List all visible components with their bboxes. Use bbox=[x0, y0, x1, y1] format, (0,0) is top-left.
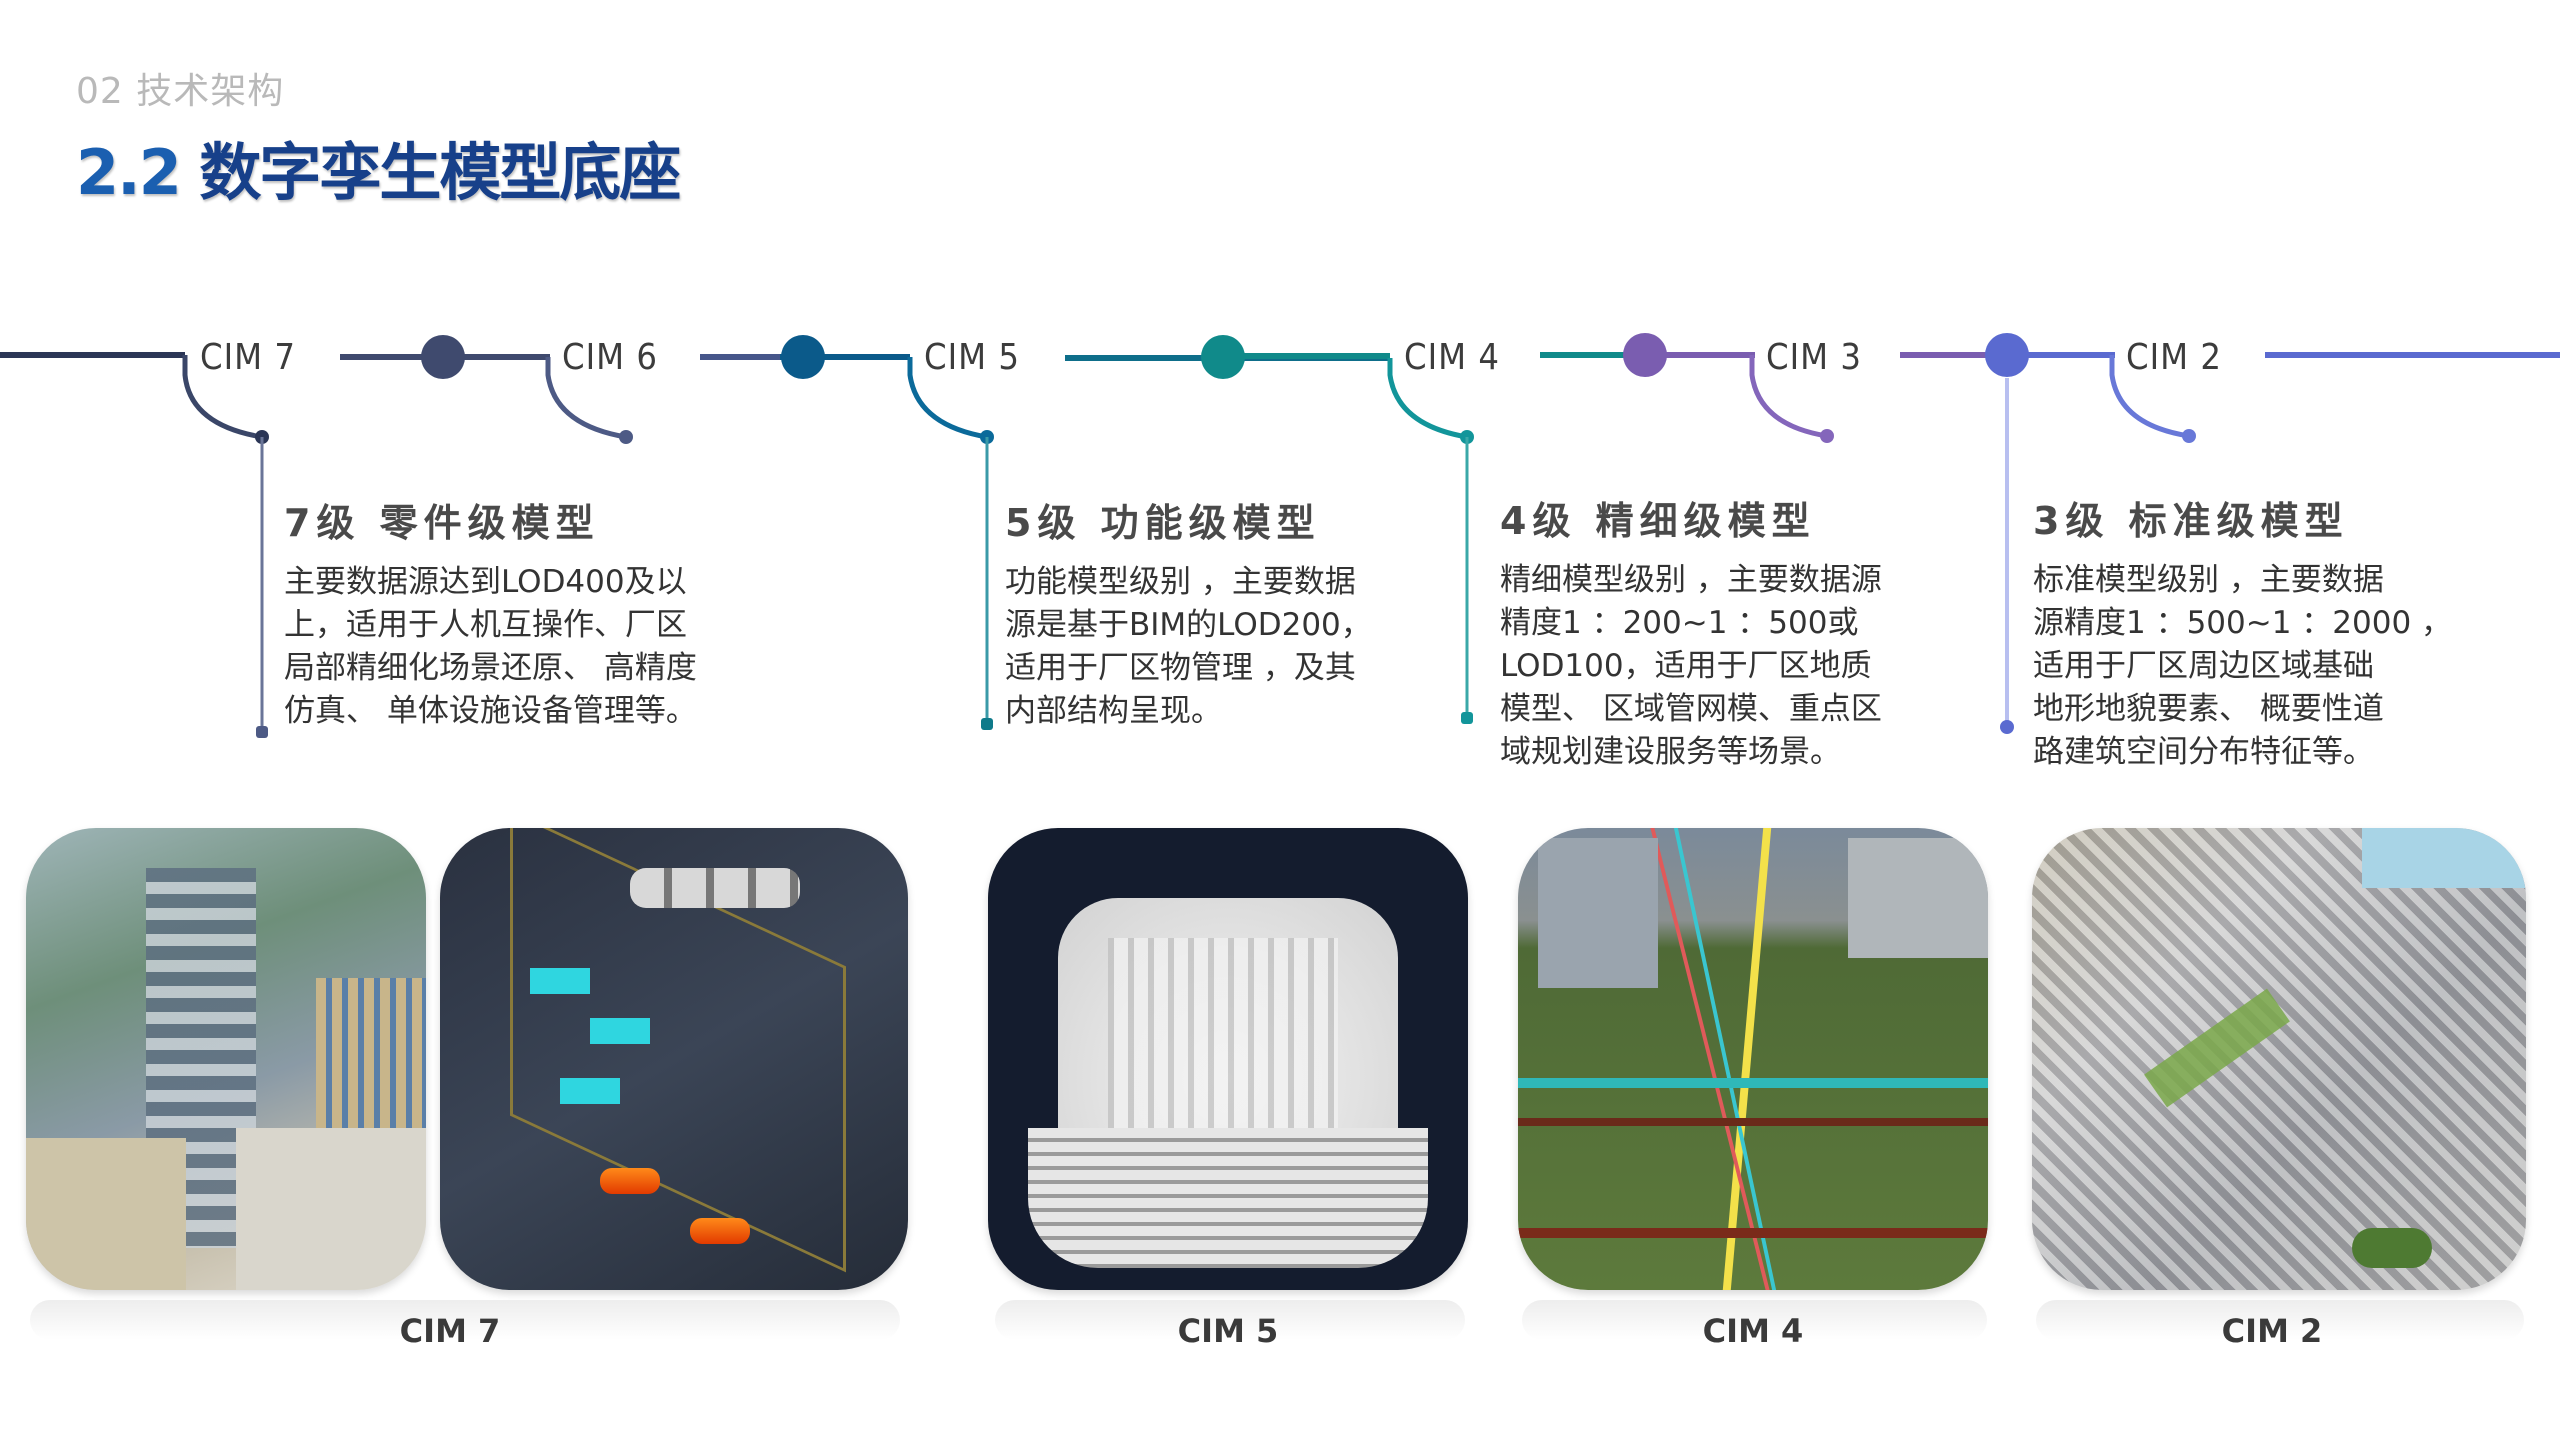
level-5-block: 5级 功能级模型 功能模型级别 ，主要数据 源是基于BIM的LOD200， 适用… bbox=[1005, 492, 1465, 733]
timeline-label-cim4: CIM 4 bbox=[1398, 336, 1507, 380]
caption-cim4: CIM 4 bbox=[1702, 1312, 1804, 1350]
level-description: 主要数据源达到LOD400及以 上，适用于人机互操作、厂区 局部精细化场景还原、… bbox=[284, 564, 697, 729]
level-title: 4级 精细级模型 bbox=[1500, 499, 1816, 543]
photo-reflection bbox=[1522, 1300, 1987, 1340]
timeline-label-cim5: CIM 5 bbox=[918, 336, 1027, 380]
level-title: 5级 功能级模型 bbox=[1005, 501, 1321, 545]
photo-reflection bbox=[2036, 1300, 2524, 1340]
cim2-city-model bbox=[2032, 828, 2526, 1290]
section-label: 02 技术架构 bbox=[76, 71, 285, 112]
level-title: 7级 零件级模型 bbox=[284, 501, 600, 545]
level-title: 3级 标准级模型 bbox=[2033, 499, 2349, 543]
level-4-block: 4级 精细级模型 精细模型级别 ，主要数据源 精度1 ：200~1 ：500或 … bbox=[1500, 490, 1960, 774]
timeline-graphic bbox=[0, 333, 2560, 738]
level-7-block: 7级 零件级模型 主要数据源达到LOD400及以 上，适用于人机互操作、厂区 局… bbox=[284, 492, 764, 733]
cim4-pipe-network bbox=[1518, 828, 1988, 1290]
timeline-label-cim3: CIM 3 bbox=[1760, 336, 1869, 380]
level-description: 标准模型级别 ，主要数据 源精度1 ：500~1 ：2000 ， 适用于厂区周边… bbox=[2033, 562, 2453, 770]
photo-reflection bbox=[30, 1300, 900, 1340]
timeline-label-cim6: CIM 6 bbox=[556, 336, 665, 380]
caption-cim5: CIM 5 bbox=[1177, 1312, 1279, 1350]
cim7-building-photo bbox=[26, 828, 426, 1290]
level-description: 精细模型级别 ，主要数据源 精度1 ：200~1 ：500或 LOD100，适用… bbox=[1500, 562, 1882, 770]
level-description: 功能模型级别 ，主要数据 源是基于BIM的LOD200， 适用于厂区物管理 ，及… bbox=[1005, 564, 1372, 729]
title-number: 2.2 bbox=[76, 136, 182, 209]
level-3-block: 3级 标准级模型 标准模型级别 ，主要数据 源精度1 ：500~1 ：2000 … bbox=[2033, 490, 2533, 774]
title-text: 数字孪生模型底座 bbox=[179, 136, 681, 209]
page-title: 2.2 数字孪生模型底座 bbox=[76, 122, 681, 212]
caption-cim7: CIM 7 bbox=[399, 1312, 501, 1350]
timeline-label-cim7: CIM 7 bbox=[194, 336, 303, 380]
cim5-building-model bbox=[988, 828, 1468, 1290]
photo-reflection bbox=[995, 1300, 1465, 1340]
cim7-equipment-model bbox=[440, 828, 908, 1290]
caption-cim2: CIM 2 bbox=[2221, 1312, 2323, 1350]
timeline-label-cim2: CIM 2 bbox=[2120, 336, 2229, 380]
